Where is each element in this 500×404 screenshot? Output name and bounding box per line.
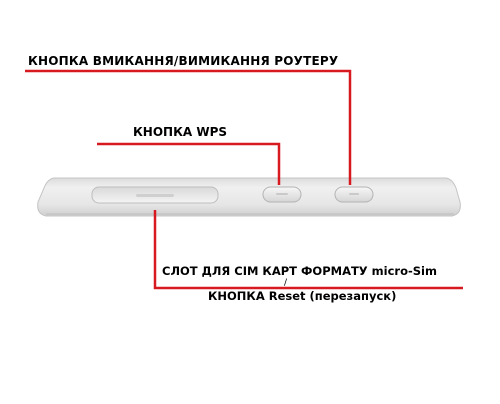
leader-line-wps — [97, 142, 281, 185]
slot-emboss — [136, 194, 174, 197]
power-button — [334, 186, 374, 203]
sim-slot — [91, 186, 219, 204]
leader-line-power — [25, 69, 352, 185]
label-separator: / — [284, 278, 288, 288]
leader-line-sim — [153, 210, 463, 290]
sim-slot-label: СЛОТ ДЛЯ СІМ КАРТ ФОРМАТУ micro-Sim — [162, 264, 437, 278]
wps-button-label: КНОПКА WPS — [133, 125, 228, 139]
reset-button-label: КНОПКА Reset (перезапуск) — [208, 289, 397, 303]
power-button-label: КНОПКА ВМИКАННЯ/ВИМИКАННЯ РОУТЕРУ — [28, 54, 339, 68]
wps-button — [262, 186, 302, 203]
